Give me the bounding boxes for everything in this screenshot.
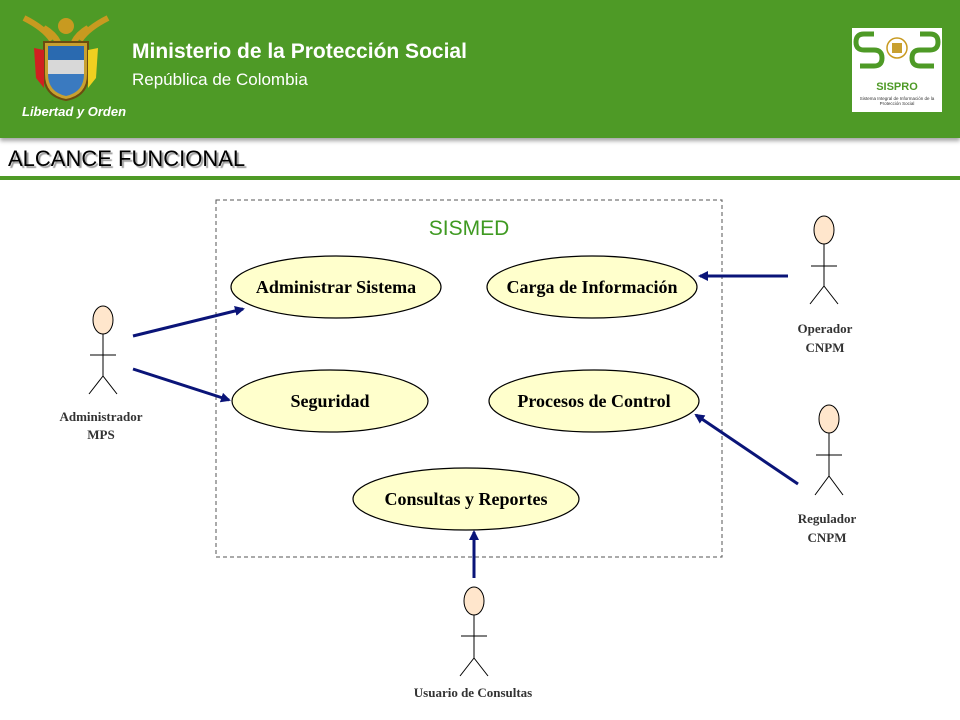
use-case-consultas-y-reportes[interactable]: Consultas y Reportes [352,467,580,531]
use-case-seguridad[interactable]: Seguridad [231,369,429,433]
system-boundary [215,199,723,558]
association-arrow [132,306,245,338]
ministry-title: Ministerio de la Protección Social [132,40,467,63]
section-title: ALCANCE FUNCIONAL [8,146,246,171]
actor-label: Usuario de Consultas [414,685,532,700]
actor-administrador-mps[interactable]: Administrador MPS [59,305,143,442]
motto-text: Libertad y Orden [22,104,127,119]
association-arrow [132,367,231,403]
actor-label: Operador [798,321,853,336]
use-case-procesos-de-control[interactable]: Procesos de Control [488,369,700,433]
association-arrow [694,413,799,486]
actor-label: Regulador [798,511,857,526]
use-case-label: Carga de Información [507,277,678,297]
use-case-administrar-sistema[interactable]: Administrar Sistema [230,255,442,319]
section-divider [0,176,960,180]
use-case-label: Administrar Sistema [256,277,416,297]
actor-usuario-de-consultas[interactable]: Usuario de Consultas [414,586,532,700]
use-case-carga-de-informacion[interactable]: Carga de Información [486,255,698,319]
header-banner: Libertad y Orden Ministerio de la Protec… [0,0,960,138]
ministry-subtitle: República de Colombia [132,70,308,89]
actor-label: CNPM [808,530,847,545]
actor-operador-cnpm[interactable]: Operador CNPM [798,215,853,355]
sispro-logo-subtitle: Sistema Integral de Información de la Pr… [859,96,935,106]
use-case-label: Consultas y Reportes [384,489,547,509]
actor-label: MPS [87,427,114,442]
use-case-label: Seguridad [290,391,369,411]
actor-label: CNPM [806,340,845,355]
coat-of-arms-icon [22,15,110,102]
sispro-logo: SISPRO Sistema Integral de Información d… [852,28,942,112]
sispro-logo-icon [853,31,941,69]
use-case-label: Procesos de Control [517,391,670,411]
sispro-logo-name: SISPRO [876,81,918,93]
actor-label: Administrador [59,409,142,424]
system-name: SISMED [429,217,510,240]
actor-regulador-cnpm[interactable]: Regulador CNPM [798,404,857,545]
